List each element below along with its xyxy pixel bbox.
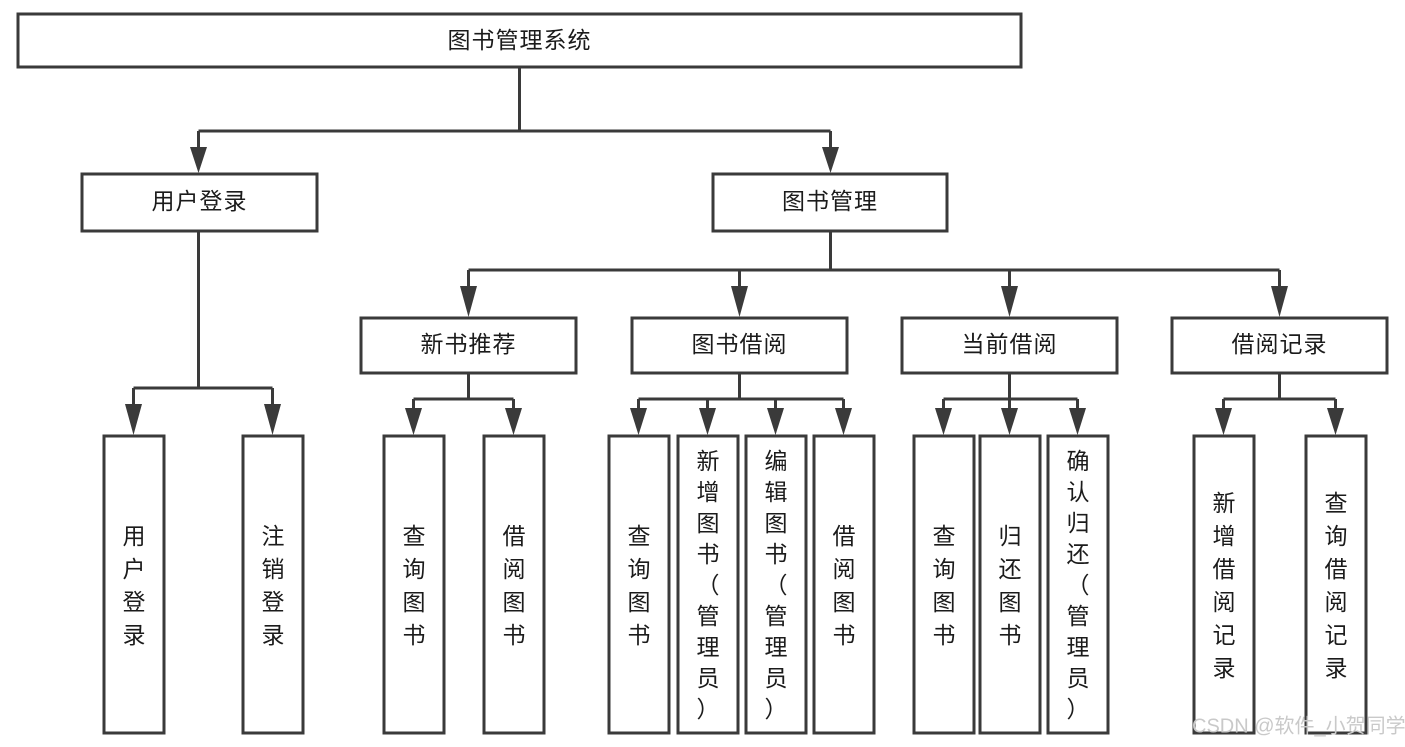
arrow-head-currentborrow-leaf-3 xyxy=(1069,408,1086,435)
leaf-node-currentborrow-query[interactable]: 查询图书 xyxy=(912,434,976,735)
leaf-node-user-login[interactable]: 用户登录 xyxy=(102,434,166,735)
node-book-borrow[interactable]: 图书借阅 xyxy=(630,316,849,375)
leaf-node-bookborrow-borrow-label: 借阅图书 xyxy=(833,523,856,648)
node-current-borrow-label: 当前借阅 xyxy=(962,331,1058,357)
leaf-node-logout[interactable]: 注销登录 xyxy=(241,434,305,735)
leaf-node-bookborrow-add-box xyxy=(676,434,740,735)
arrow-head-newbook-leaf-2 xyxy=(505,408,522,435)
node-root-box xyxy=(16,12,1023,69)
leaf-node-currentborrow-return[interactable]: 归还图书 xyxy=(978,434,1042,735)
leaf-node-bookborrow-add[interactable]: 新增图书（管理员） xyxy=(676,434,740,735)
connector-layer xyxy=(125,67,1344,435)
node-borrow-record-box xyxy=(1170,316,1389,375)
leaf-node-borrowrecord-add-box xyxy=(1192,434,1256,735)
node-user-login-box xyxy=(80,172,319,233)
node-book-manage-box xyxy=(711,172,949,233)
leaf-node-borrowrecord-query-label: 查询借阅记录 xyxy=(1325,490,1348,681)
node-new-book-recommend[interactable]: 新书推荐 xyxy=(359,316,578,375)
node-root[interactable]: 图书管理系统 xyxy=(16,12,1023,69)
leaf-node-borrowrecord-query-box xyxy=(1304,434,1368,735)
leaf-node-bookborrow-query[interactable]: 查询图书 xyxy=(607,434,671,735)
arrow-head-currentborrow-leaf-2 xyxy=(1001,408,1018,435)
leaf-node-borrowrecord-add-label: 新增借阅记录 xyxy=(1213,490,1236,681)
node-book-borrow-label: 图书借阅 xyxy=(692,331,788,357)
node-book-borrow-box xyxy=(630,316,849,375)
node-borrow-record[interactable]: 借阅记录 xyxy=(1170,316,1389,375)
arrow-head-current-borrow xyxy=(1001,286,1018,317)
node-root-label: 图书管理系统 xyxy=(448,27,592,53)
leaf-node-user-login-label: 用户登录 xyxy=(123,523,146,648)
node-current-borrow-box xyxy=(900,316,1119,375)
arrow-head-user-login xyxy=(190,147,207,173)
leaf-node-bookborrow-edit-label: 编辑图书（管理员） xyxy=(765,448,788,722)
arrow-head-borrowrecord-leaf-2 xyxy=(1327,408,1344,435)
leaf-node-user-login-box xyxy=(102,434,166,735)
leaf-node-newbook-query[interactable]: 查询图书 xyxy=(382,434,446,735)
arrow-head-bookborrow-leaf-2 xyxy=(699,408,716,435)
leaf-node-newbook-query-box xyxy=(382,434,446,735)
arrow-head-bookborrow-leaf-1 xyxy=(630,408,647,435)
leaf-node-bookborrow-add-label: 新增图书（管理员） xyxy=(697,448,720,722)
leaf-node-currentborrow-return-box xyxy=(978,434,1042,735)
leaf-node-newbook-query-label: 查询图书 xyxy=(403,523,426,648)
leaf-node-currentborrow-query-label: 查询图书 xyxy=(933,523,956,648)
leaf-node-newbook-borrow-box xyxy=(482,434,546,735)
node-book-manage[interactable]: 图书管理 xyxy=(711,172,949,233)
arrow-head-new-book-recommend xyxy=(460,286,477,317)
leaf-node-currentborrow-confirm[interactable]: 确认归还（管理员） xyxy=(1046,434,1110,735)
node-new-book-recommend-label: 新书推荐 xyxy=(421,331,517,357)
arrow-head-leaf-user-login xyxy=(125,404,142,435)
node-user-login[interactable]: 用户登录 xyxy=(80,172,319,233)
arrow-head-book-borrow xyxy=(731,286,748,317)
leaf-node-currentborrow-return-label: 归还图书 xyxy=(999,523,1022,648)
arrow-head-bookborrow-leaf-4 xyxy=(835,408,852,435)
arrow-head-currentborrow-leaf-1 xyxy=(935,408,952,435)
arrow-head-newbook-leaf-1 xyxy=(405,408,422,435)
leaf-node-borrowrecord-add[interactable]: 新增借阅记录 xyxy=(1192,434,1256,735)
leaf-node-bookborrow-query-box xyxy=(607,434,671,735)
leaf-node-currentborrow-confirm-box xyxy=(1046,434,1110,735)
leaf-node-logout-box xyxy=(241,434,305,735)
leaf-node-currentborrow-query-box xyxy=(912,434,976,735)
arrow-head-bookborrow-leaf-3 xyxy=(767,408,784,435)
leaf-node-bookborrow-borrow-box xyxy=(812,434,876,735)
node-new-book-recommend-box xyxy=(359,316,578,375)
leaf-node-bookborrow-edit-box xyxy=(744,434,808,735)
leaf-node-bookborrow-edit[interactable]: 编辑图书（管理员） xyxy=(744,434,808,735)
leaf-node-borrowrecord-query[interactable]: 查询借阅记录 xyxy=(1304,434,1368,735)
node-user-login-label: 用户登录 xyxy=(152,188,248,214)
leaf-node-newbook-borrow-label: 借阅图书 xyxy=(503,523,526,648)
leaf-node-bookborrow-query-label: 查询图书 xyxy=(628,523,651,648)
arrow-head-book-manage xyxy=(822,147,839,173)
arrow-head-borrow-record xyxy=(1271,286,1288,317)
leaf-node-bookborrow-borrow[interactable]: 借阅图书 xyxy=(812,434,876,735)
leaf-node-logout-label: 注销登录 xyxy=(262,523,285,648)
arrow-head-borrowrecord-leaf-1 xyxy=(1215,408,1232,435)
watermark-label: CSDN @软件_小贺同学 xyxy=(1192,714,1405,737)
node-borrow-record-label: 借阅记录 xyxy=(1232,331,1328,357)
leaf-node-newbook-borrow[interactable]: 借阅图书 xyxy=(482,434,546,735)
node-book-manage-label: 图书管理 xyxy=(782,188,878,214)
leaf-node-currentborrow-confirm-label: 确认归还（管理员） xyxy=(1067,448,1090,722)
node-current-borrow[interactable]: 当前借阅 xyxy=(900,316,1119,375)
arrow-head-leaf-logout xyxy=(264,404,281,435)
